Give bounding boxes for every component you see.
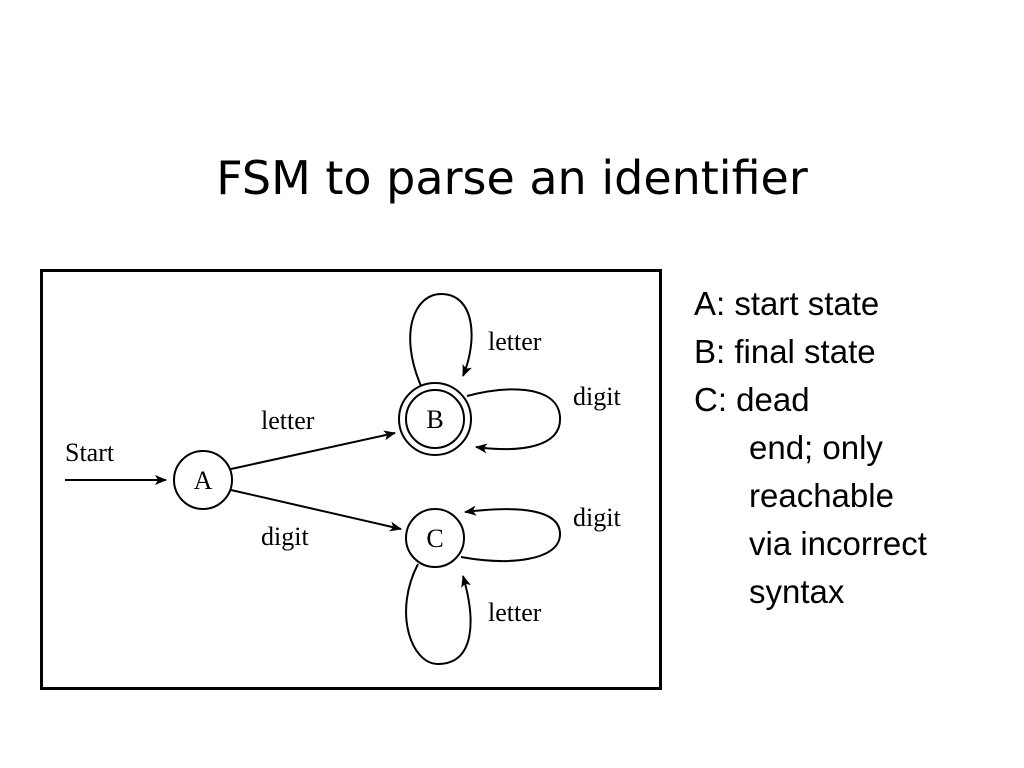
state-b-inner-circle: [405, 389, 465, 449]
c-self-loop-bottom-label: letter: [488, 598, 542, 627]
start-label: Start: [65, 438, 115, 467]
state-legend: A: start state B: final state C: dead en…: [694, 280, 1014, 616]
c-self-loop-bottom: [405, 563, 472, 666]
legend-line-start-state: A: start state: [694, 285, 880, 322]
edge-a-to-c-arrow: [230, 489, 402, 532]
state-c-label: C: [426, 524, 443, 553]
state-a-label: A: [194, 466, 213, 495]
state-c-circle: [405, 508, 465, 568]
state-b-outer-circle: [398, 382, 472, 456]
b-self-loop-top: [409, 292, 473, 387]
fsm-diagram: Start A B C letter digit letter digit: [40, 269, 662, 690]
state-b-label: B: [426, 405, 443, 434]
legend-line-dead-desc-3: via incorrect: [749, 525, 927, 562]
edge-a-to-b-arrow: [230, 430, 396, 470]
c-self-loop-right: [460, 505, 562, 562]
legend-line-dead-state: C: dead: [694, 381, 810, 418]
slide-title: FSM to parse an identifier: [216, 151, 808, 205]
b-self-loop-right-label: digit: [573, 382, 621, 411]
edge-a-to-c-label: digit: [261, 522, 309, 551]
b-self-loop-top-label: letter: [488, 327, 542, 356]
legend-line-dead-desc-4: syntax: [749, 573, 845, 610]
state-a-circle: [173, 450, 233, 510]
legend-line-dead-desc-2: reachable: [749, 477, 894, 514]
c-self-loop-right-label: digit: [573, 503, 621, 532]
legend-line-final-state: B: final state: [694, 333, 876, 370]
legend-line-dead-desc-1: end; only: [749, 429, 883, 466]
edge-a-to-b-label: letter: [261, 406, 315, 435]
fsm-diagram-canvas: Start A B C letter digit letter digit: [65, 292, 621, 666]
b-self-loop-right: [466, 388, 562, 454]
